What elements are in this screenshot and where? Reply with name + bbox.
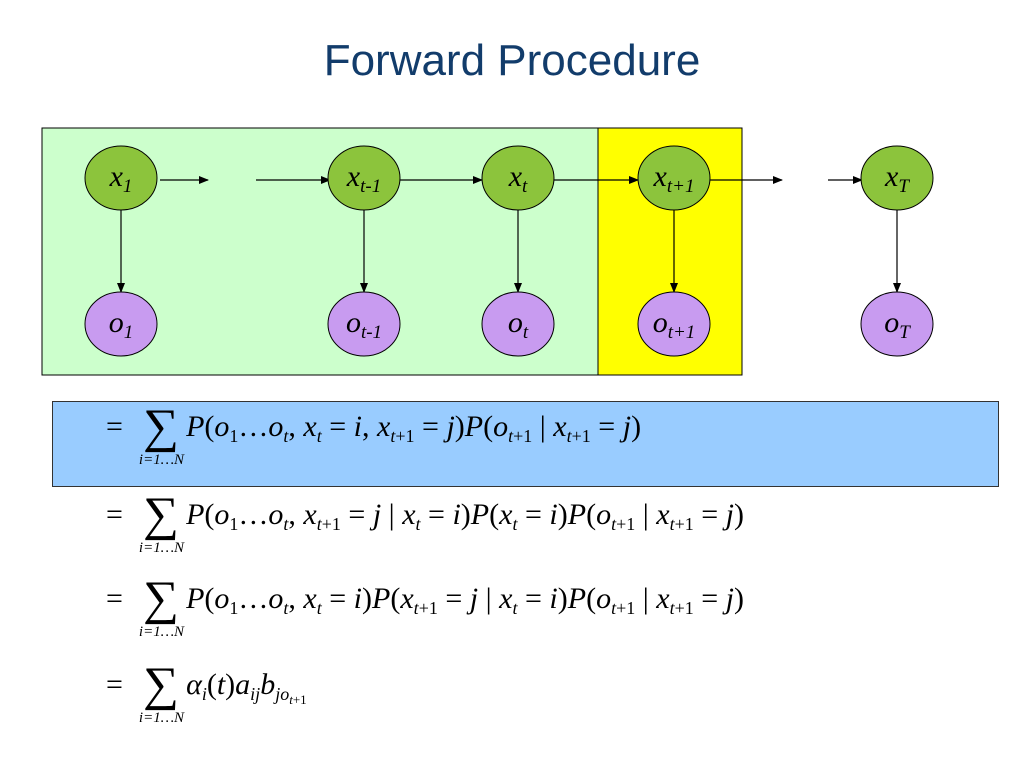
- node-ot: ot: [481, 291, 555, 357]
- node-o1: o1: [84, 291, 158, 357]
- node-xtp1: xt+1: [637, 145, 711, 211]
- svg-text:xT: xT: [884, 160, 910, 197]
- svg-text:x1: x1: [109, 160, 133, 197]
- equation-line-4: = ∑i=1…N αi(t)aijbjot+1: [106, 658, 307, 727]
- node-xT: xT: [860, 145, 934, 211]
- hmm-diagram: x1 xt-1 xt xt+1 xT o1 ot-1 ot ot+1 oT: [41, 127, 934, 376]
- svg-text:oT: oT: [884, 306, 911, 343]
- svg-text:o1: o1: [109, 306, 134, 343]
- svg-text:ot-1: ot-1: [346, 306, 382, 343]
- node-oT: oT: [860, 291, 934, 357]
- svg-text:ot: ot: [508, 306, 529, 343]
- node-xt: xt: [481, 145, 555, 211]
- node-xtm1: xt-1: [327, 145, 401, 211]
- svg-text:xt: xt: [508, 160, 528, 197]
- svg-text:xt-1: xt-1: [346, 160, 381, 197]
- node-otm1: ot-1: [327, 291, 401, 357]
- equation-line-1: = ∑i=1…N P(o1…ot, xt = i, xt+1 = j)P(ot+…: [106, 400, 642, 469]
- equation-line-2: = ∑i=1…N P(o1…ot, xt+1 = j | xt = i)P(xt…: [106, 488, 745, 557]
- equation-line-3: = ∑i=1…N P(o1…ot, xt = i)P(xt+1 = j | xt…: [106, 572, 745, 641]
- slide-title: Forward Procedure: [323, 36, 701, 85]
- equation-highlight: [52, 401, 999, 487]
- svg-text:ot+1: ot+1: [653, 306, 696, 343]
- node-x1: x1: [84, 145, 158, 211]
- svg-text:xt+1: xt+1: [653, 160, 695, 197]
- node-otp1: ot+1: [637, 291, 711, 357]
